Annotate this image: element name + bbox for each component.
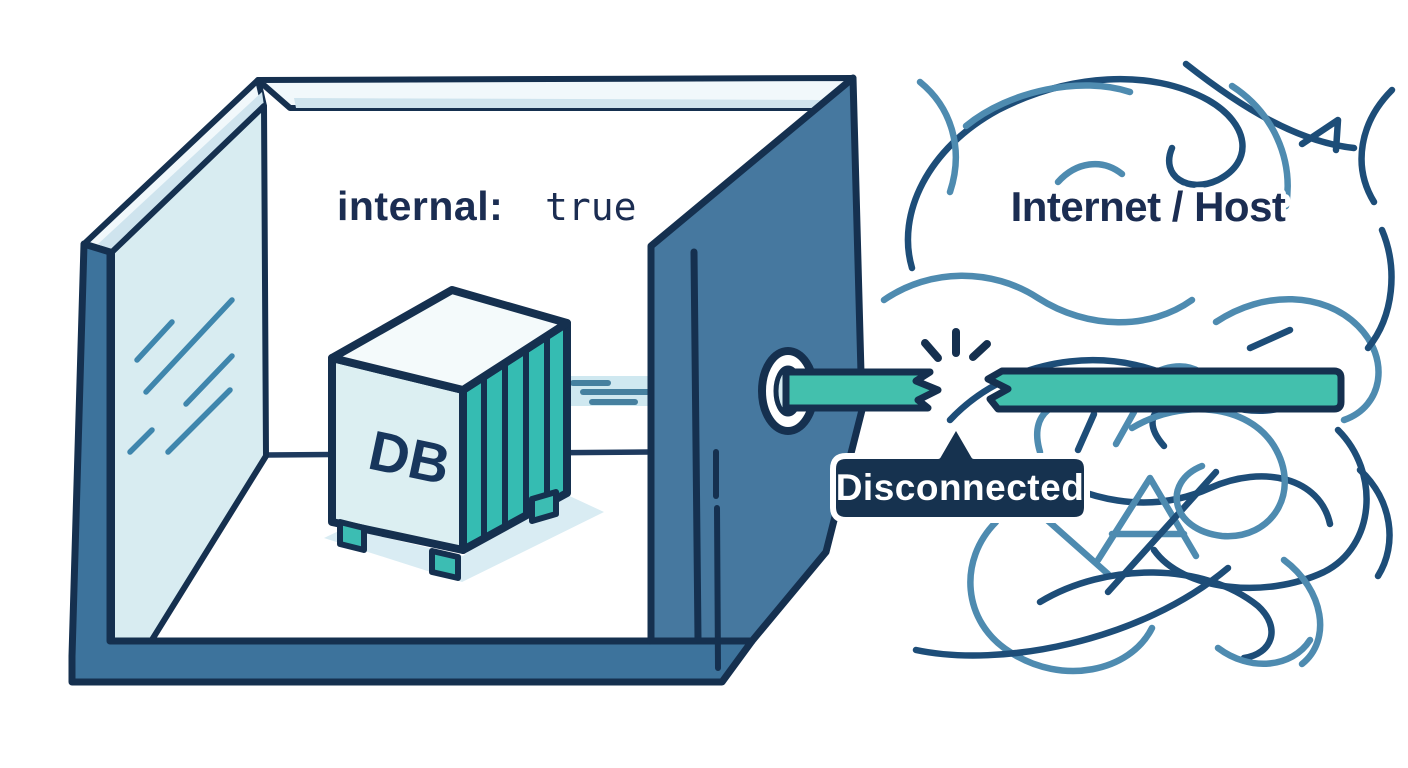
svg-text:internal:: internal:: [337, 183, 503, 229]
room-base: [68, 240, 756, 686]
cable-inner-segment: [782, 368, 942, 412]
cable-outer-segment: [984, 367, 1345, 413]
disconnected-badge: Disconnected: [830, 422, 1090, 523]
squiggle-field: [880, 60, 1396, 675]
room-top-edge: [255, 75, 856, 111]
disconnected-label: Disconnected: [836, 467, 1085, 508]
db-container: DB: [328, 286, 571, 581]
motion-dashes: [570, 376, 651, 406]
container-feet: [337, 489, 559, 581]
glass-top-bevel-inner: [98, 92, 264, 250]
container-top-face: [328, 286, 571, 394]
broken-cable: [758, 328, 1345, 435]
internal-network-room: DB: [68, 74, 866, 686]
glass-pane: [109, 103, 269, 646]
internet-host-label: Internet / Host: [1011, 183, 1286, 230]
internal-config-label: internal: true: [337, 183, 637, 229]
container-slats: [481, 333, 550, 542]
svg-text:true: true: [545, 185, 637, 229]
glass-wall: [81, 77, 269, 646]
spark-burst-icon: [921, 328, 991, 362]
room-right-wall: [647, 74, 866, 671]
glass-hatch: [127, 297, 235, 455]
